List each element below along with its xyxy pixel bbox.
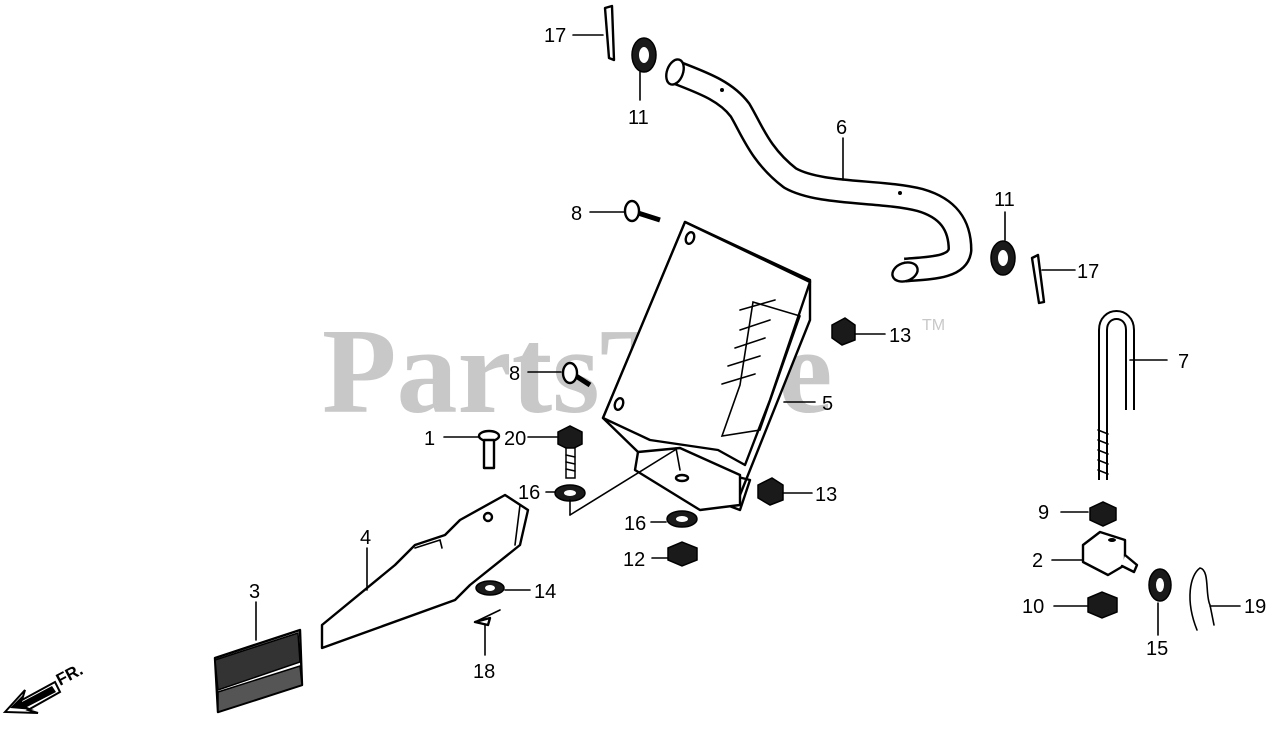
callout-7: 7	[1178, 351, 1189, 373]
part-5-shift-plate	[601, 220, 812, 512]
callout-15: 15	[1146, 638, 1168, 660]
callout-9: 9	[1038, 502, 1049, 524]
part-11-washer-upper	[631, 37, 657, 73]
part-17-pin-upper	[603, 4, 616, 62]
part-15-washer	[1148, 568, 1172, 602]
part-13-nut-upper	[831, 317, 856, 346]
part-2-joint-block	[1081, 530, 1139, 577]
part-8-bolt-lower	[561, 361, 592, 388]
callout-19: 19	[1244, 596, 1266, 618]
part-19-hair-pin	[1189, 567, 1215, 631]
callout-17-upper: 17	[544, 25, 566, 47]
callout-11-right: 11	[994, 189, 1015, 211]
part-16-washer-right	[666, 510, 698, 528]
part-11-washer-right	[990, 240, 1016, 276]
part-7-u-rod	[1097, 310, 1135, 480]
part-16-washer-left	[554, 484, 586, 502]
part-13-nut-lower	[757, 477, 784, 506]
callout-13-lower: 13	[815, 484, 837, 506]
part-20-bolt	[557, 425, 583, 479]
callout-2: 2	[1032, 550, 1043, 572]
part-4-lever	[320, 493, 530, 650]
part-6-handle-bar	[665, 58, 973, 283]
part-14-washer	[475, 580, 505, 596]
callout-17-right: 17	[1077, 261, 1099, 283]
callout-14: 14	[534, 581, 556, 603]
callout-1: 1	[424, 428, 435, 450]
part-17-pin-right	[1030, 253, 1046, 305]
callout-13-upper: 13	[889, 325, 911, 347]
watermark-trademark: TM	[922, 317, 945, 334]
callout-10: 10	[1022, 596, 1044, 618]
part-3-grip-pad	[213, 628, 304, 714]
part-10-nut	[1087, 591, 1118, 619]
callout-12: 12	[623, 549, 645, 571]
part-1-clevis-pin	[477, 429, 501, 470]
callout-5: 5	[822, 393, 833, 415]
callout-18: 18	[473, 661, 495, 683]
callout-4: 4	[360, 527, 371, 549]
callout-16-right: 16	[624, 513, 646, 535]
part-12-nut	[667, 541, 698, 567]
callout-3: 3	[249, 581, 260, 603]
leader-lines	[255, 34, 1241, 656]
part-18-clip	[473, 609, 501, 627]
callout-20: 20	[504, 428, 526, 450]
callout-8-upper: 8	[571, 203, 582, 225]
front-direction-indicator: FR.	[2, 660, 86, 714]
part-9-nut	[1089, 501, 1117, 527]
fr-label: FR.	[53, 660, 86, 690]
callout-11-upper: 11	[628, 107, 649, 129]
part-8-bolt-upper	[623, 199, 661, 223]
callout-8-lower: 8	[509, 363, 520, 385]
callout-6: 6	[836, 117, 847, 139]
callout-labels: 17 11 6 8 11 17 13 7 8 5 1 20 16 13 9 16…	[249, 25, 1266, 683]
callout-16-left: 16	[518, 482, 540, 504]
